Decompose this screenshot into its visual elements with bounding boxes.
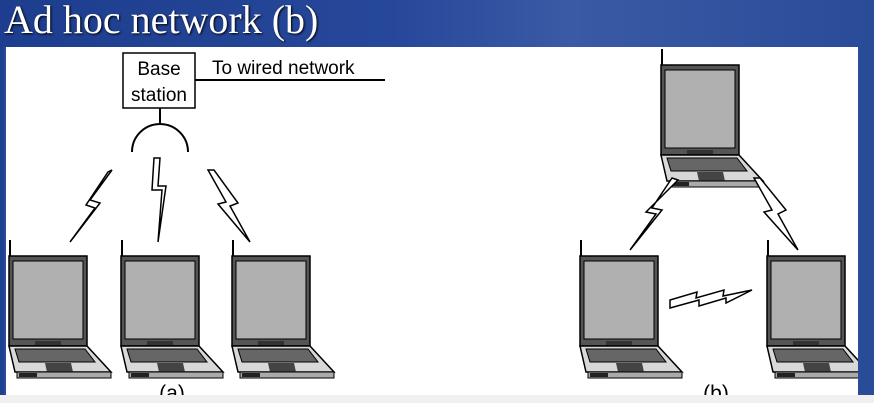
wireless-bolt-icon: [629, 177, 680, 251]
antenna-icon: [131, 123, 189, 153]
laptop-icon: [766, 239, 858, 379]
base-station-label: Base: [137, 59, 180, 80]
wired-network-label: To wired network: [212, 58, 355, 79]
bottom-strip: [0, 395, 874, 403]
network-diagram: Base station To wired network (a) (b): [8, 48, 858, 395]
slide-border: [856, 47, 874, 395]
laptop-icon: [231, 239, 335, 379]
slide-header: Ad hoc network (b): [0, 0, 874, 47]
wireless-bolt-icon: [69, 169, 113, 243]
laptop-icon: [120, 239, 224, 379]
base-station-label: station: [131, 85, 187, 106]
diagram-panel: Base station To wired network (a) (b): [4, 47, 858, 395]
laptop-icon: [579, 239, 683, 379]
wireless-bolt-icon: [206, 169, 251, 243]
base-station: Base station: [122, 52, 196, 153]
wireless-bolt-icon: [669, 288, 753, 309]
wireless-bolt-icon: [752, 177, 799, 251]
caption-a: (a): [159, 382, 185, 395]
laptop-icon: [660, 48, 764, 188]
caption-b: (b): [703, 382, 729, 395]
slide-title: Ad hoc network (b): [4, 0, 319, 42]
laptop-icon: [8, 239, 112, 379]
wireless-bolt-icon: [151, 157, 167, 243]
